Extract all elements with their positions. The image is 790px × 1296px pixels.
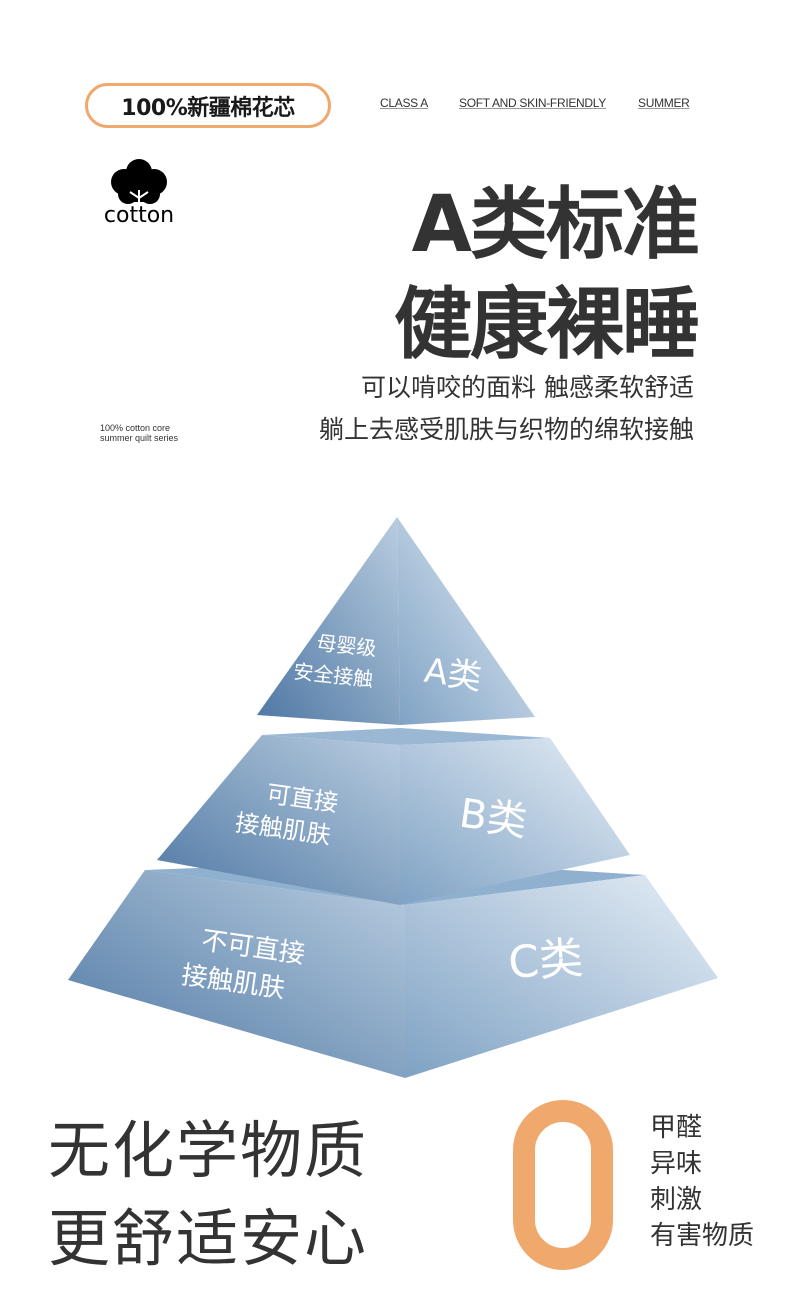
zero-item: 刺激 — [650, 1185, 703, 1215]
logo-text: cotton — [104, 203, 174, 227]
small-caption: 100% cotton core summer quilt series — [100, 423, 178, 443]
caption-line-2: summer quilt series — [100, 433, 179, 443]
headline-line-2: 健康裸睡 — [393, 280, 700, 370]
zero-item: 异味 — [650, 1149, 703, 1179]
zero-graphic: 0 — [513, 1100, 613, 1270]
cotton-logo-icon: cotton — [92, 152, 187, 228]
zero-items-list: 甲醛 异味 刺激 有害物质 — [650, 1110, 754, 1254]
caption-line-1: 100% cotton core — [100, 423, 171, 433]
zero-item: 有害物质 — [650, 1221, 755, 1251]
tag-soft: SOFT AND SKIN-FRIENDLY — [459, 96, 606, 110]
tag-summer: SUMMER — [638, 96, 690, 110]
tier-b — [157, 728, 630, 905]
tier-a-grade: A类 — [422, 651, 484, 699]
tier-c-grade: C类 — [507, 933, 585, 989]
tier-b-grade: B类 — [457, 791, 530, 846]
bottom-headline-1: 无化学物质 — [48, 1114, 369, 1187]
tag-class-a: CLASS A — [380, 96, 428, 110]
subtitle-line-2: 躺上去感受肌肤与织物的绵软接触 — [318, 415, 694, 444]
subtitle-line-1: 可以啃咬的面料 触感柔软舒适 — [361, 373, 694, 402]
zero-item: 甲醛 — [650, 1113, 703, 1143]
bottom-headline-2: 更舒适安心 — [48, 1202, 369, 1275]
pyramid-graphic: 母婴级 安全接触 A类 可直接 接触肌肤 B类 不可直接 接触肌肤 C类 — [68, 517, 718, 1078]
cotton-badge: 100%新疆棉花芯 — [85, 83, 331, 128]
tier-a — [257, 517, 535, 725]
headline-line-1: A类标准 — [411, 180, 700, 270]
